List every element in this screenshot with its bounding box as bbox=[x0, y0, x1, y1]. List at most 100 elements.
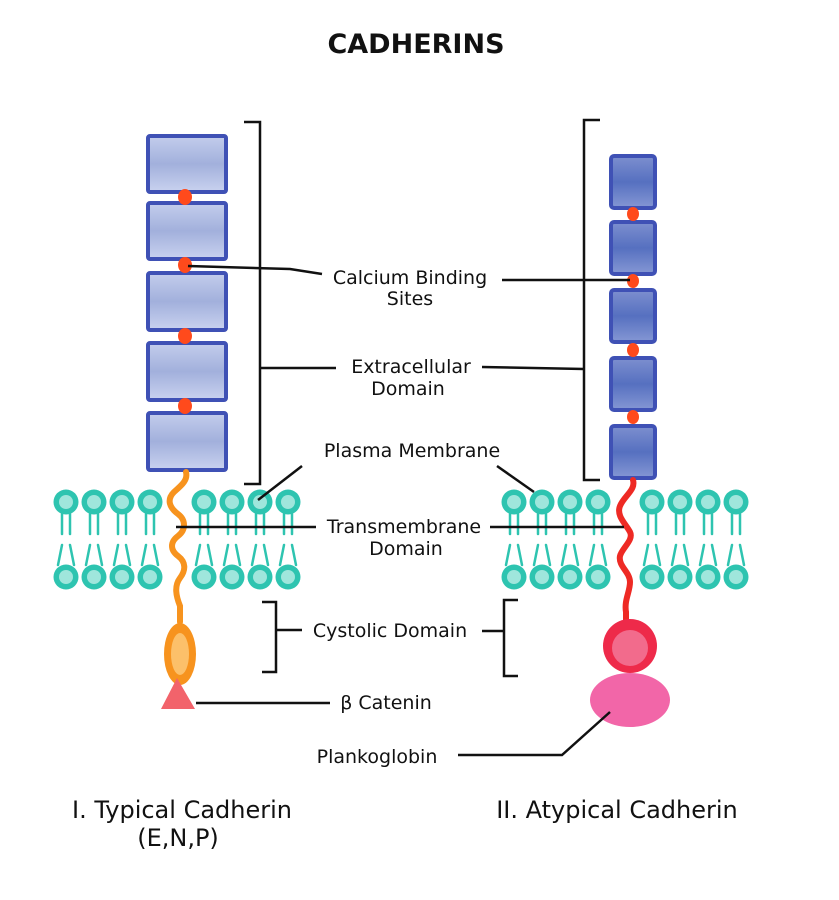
ec-domain-2 bbox=[609, 220, 657, 276]
extracellular-label-2: Domain bbox=[371, 378, 445, 400]
lipid-tail bbox=[698, 543, 706, 567]
lipid-tail bbox=[250, 543, 258, 567]
typical-cytosolic-domain-core bbox=[171, 633, 189, 675]
atypical-cytosolic-bracket bbox=[502, 598, 518, 678]
calcium-dot bbox=[178, 189, 192, 205]
calcium-binding-label-2: Sites bbox=[387, 288, 433, 310]
lipid-head-highlight bbox=[281, 570, 295, 584]
lipid-tail bbox=[234, 543, 242, 567]
transmembrane-label-1: Transmembrane bbox=[326, 516, 481, 538]
lipid-head-highlight bbox=[645, 570, 659, 584]
lipid-head-highlight bbox=[281, 495, 295, 509]
lipid-tail bbox=[124, 543, 132, 567]
lipid-head-highlight bbox=[701, 570, 715, 584]
plasma-membrane-label: Plasma Membrane bbox=[324, 440, 500, 462]
lipid-tail bbox=[654, 543, 662, 567]
lipid-tail bbox=[152, 543, 160, 567]
ec-domain-5 bbox=[146, 411, 228, 472]
plasma-membrane-bilayer bbox=[53, 489, 749, 590]
calcium-binding-label-1: Calcium Binding bbox=[333, 267, 487, 289]
lipid-tail bbox=[504, 543, 512, 567]
calcium-leader-left bbox=[187, 264, 323, 276]
lipid-tail bbox=[572, 543, 580, 567]
lipid-tail bbox=[600, 543, 608, 567]
ec-domain-1 bbox=[609, 154, 657, 210]
calcium-dot bbox=[627, 207, 639, 221]
lipid-head-highlight bbox=[673, 570, 687, 584]
beta-catenin-label: β Catenin bbox=[340, 692, 432, 714]
lipid-head-highlight bbox=[87, 570, 101, 584]
lipid-tail bbox=[560, 543, 568, 567]
beta-catenin-triangle bbox=[161, 678, 195, 709]
lipid-head-highlight bbox=[253, 570, 267, 584]
ec-domain-1 bbox=[146, 134, 228, 194]
lipid-tail bbox=[588, 543, 596, 567]
lipid-tail bbox=[726, 543, 734, 567]
lipid-tail bbox=[290, 543, 298, 567]
lipid-tail bbox=[112, 543, 120, 567]
lipid-tail bbox=[738, 543, 746, 567]
typical-cadherin bbox=[146, 134, 228, 709]
lipid-tail bbox=[642, 543, 650, 567]
lipid-head-highlight bbox=[563, 570, 577, 584]
typical-cytosolic-bracket bbox=[262, 600, 278, 674]
lipid-tail bbox=[544, 543, 552, 567]
diagram-title: CADHERINS bbox=[327, 29, 504, 60]
typical-caption-1: I. Typical Cadherin bbox=[72, 796, 292, 824]
lipid-head-highlight bbox=[143, 570, 157, 584]
lipid-tail bbox=[222, 543, 230, 567]
typical-extracellular-domains bbox=[146, 134, 228, 472]
typical-calcium-sites bbox=[178, 189, 192, 414]
lipid-head-highlight bbox=[591, 495, 605, 509]
lipid-head-highlight bbox=[225, 495, 239, 509]
lipid-tail bbox=[96, 543, 104, 567]
atypical-extracellular-domains bbox=[609, 154, 657, 480]
ec-domain-3 bbox=[146, 271, 228, 332]
lipid-head-highlight bbox=[197, 495, 211, 509]
typical-caption-2: (E,N,P) bbox=[137, 824, 219, 852]
cystolic-domain-label: Cystolic Domain bbox=[313, 620, 467, 642]
lipid-head-highlight bbox=[253, 495, 267, 509]
lipid-head-highlight bbox=[645, 495, 659, 509]
lipid-head-highlight bbox=[59, 570, 73, 584]
atypical-transmembrane-tail bbox=[616, 477, 637, 631]
lipid-tail bbox=[68, 543, 76, 567]
plakoglobin-label: Plankoglobin bbox=[317, 746, 438, 768]
lipid-tail bbox=[682, 543, 690, 567]
lipid-head-highlight bbox=[507, 570, 521, 584]
extracellular-label-1: Extracellular bbox=[351, 356, 471, 378]
calcium-dot bbox=[178, 398, 192, 414]
atypical-calcium-sites bbox=[627, 207, 639, 424]
lipid-head-highlight bbox=[591, 570, 605, 584]
lipid-head-highlight bbox=[673, 495, 687, 509]
lipid-tail bbox=[516, 543, 524, 567]
lipid-tail bbox=[56, 543, 64, 567]
lipid-head-highlight bbox=[59, 495, 73, 509]
calcium-dot bbox=[627, 274, 639, 288]
extracellular-leader-right bbox=[481, 365, 585, 371]
plasma-membrane-leader-left bbox=[257, 465, 303, 501]
atypical-caption: II. Atypical Cadherin bbox=[496, 796, 738, 824]
calcium-dot bbox=[627, 343, 639, 357]
transmembrane-label-2: Domain bbox=[369, 538, 443, 560]
lipid-head-highlight bbox=[701, 495, 715, 509]
typical-extracellular-bracket bbox=[244, 120, 262, 486]
ec-domain-3 bbox=[609, 288, 657, 344]
lipid-head-highlight bbox=[197, 570, 211, 584]
lipid-head-highlight bbox=[563, 495, 577, 509]
ec-domain-4 bbox=[609, 356, 657, 412]
lipid-tail bbox=[710, 543, 718, 567]
lipid-head-highlight bbox=[535, 495, 549, 509]
lipid-head-highlight bbox=[729, 570, 743, 584]
lipid-head-highlight bbox=[87, 495, 101, 509]
lipid-head-highlight bbox=[507, 495, 521, 509]
ec-domain-4 bbox=[146, 341, 228, 402]
lipid-head-highlight bbox=[225, 570, 239, 584]
lipid-head-highlight bbox=[143, 495, 157, 509]
calcium-dot bbox=[178, 328, 192, 344]
lipid-tail bbox=[532, 543, 540, 567]
lipid-tail bbox=[278, 543, 286, 567]
lipid-tail bbox=[670, 543, 678, 567]
calcium-dot bbox=[627, 410, 639, 424]
